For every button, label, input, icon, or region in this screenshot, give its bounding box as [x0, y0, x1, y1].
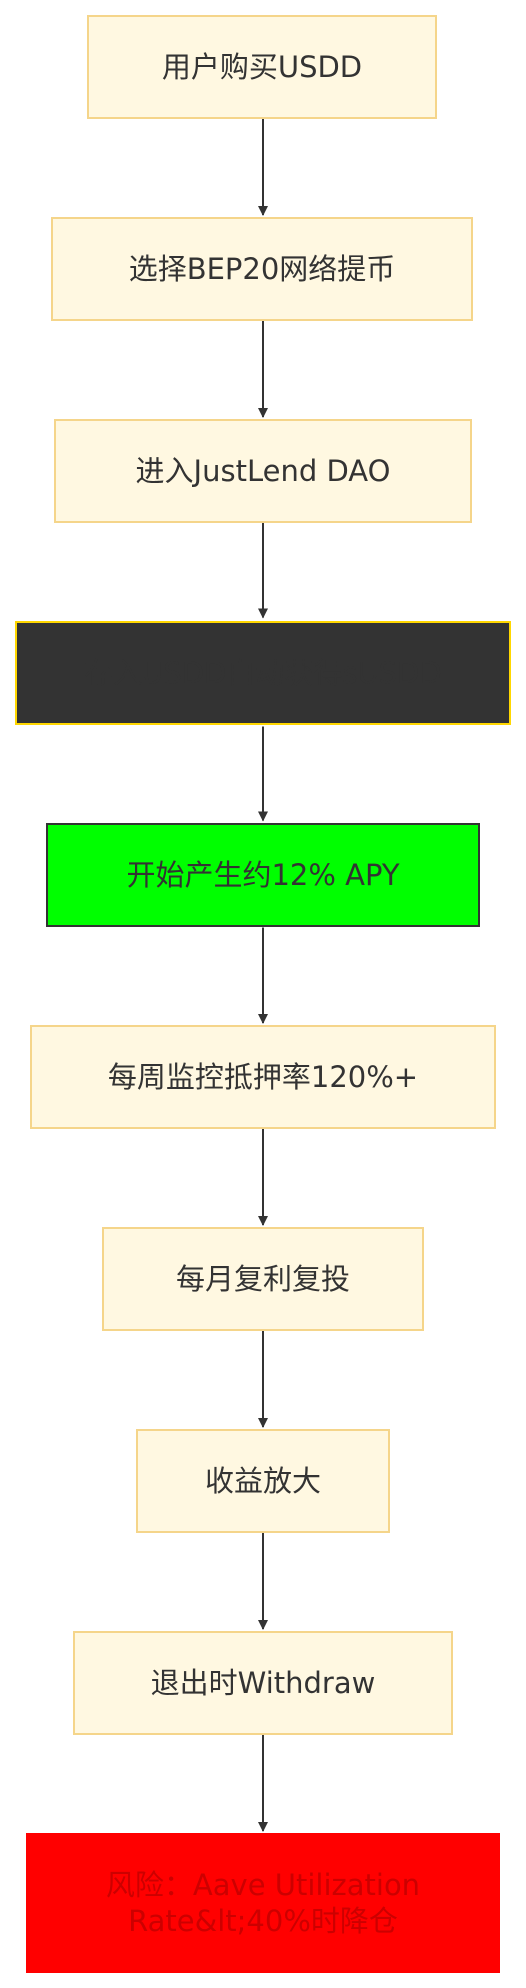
flow-node-box [87, 15, 437, 119]
flow-node-3: 进入JustLend DAO [54, 419, 472, 523]
flow-node-box [51, 217, 473, 321]
flow-node-label: Rate&lt;40%时降仓 [128, 1904, 398, 1938]
flow-node-label: 存入USDD自动获得sUSDD [84, 656, 442, 690]
flow-node-label: 每月复利复投 [176, 1262, 350, 1296]
flow-node-8: 收益放大 [136, 1429, 390, 1533]
flow-node-label: 开始产生约12% APY [126, 858, 399, 892]
flow-node-label: 退出时Withdraw [151, 1666, 376, 1700]
flow-node-box [54, 419, 472, 523]
flow-node-5: 开始产生约12% APY [46, 823, 480, 927]
flow-node-label: 选择BEP20网络提币 [129, 252, 396, 286]
flow-node-label: 用户购买USDD [162, 50, 362, 84]
flow-node-9: 退出时Withdraw [73, 1631, 453, 1735]
flow-node-box [136, 1429, 390, 1533]
flow-node-box [30, 1025, 496, 1129]
flow-node-box [15, 621, 511, 725]
flow-node-7: 每月复利复投 [102, 1227, 424, 1331]
flow-node-label: 风险：Aave Utilization [106, 1868, 420, 1902]
flow-node-box [26, 1833, 500, 1973]
flow-node-2: 选择BEP20网络提币 [51, 217, 473, 321]
flow-node-box [73, 1631, 453, 1735]
flow-node-label: 进入JustLend DAO [136, 454, 391, 488]
flow-node-label: 收益放大 [205, 1464, 321, 1498]
flow-node-box [102, 1227, 424, 1331]
flow-node-4: 存入USDD自动获得sUSDD [15, 621, 511, 725]
flow-node-box [46, 823, 480, 927]
flow-node-1: 用户购买USDD [87, 15, 437, 119]
flow-node-6: 每周监控抵押率120%+ [30, 1025, 496, 1129]
flow-node-label: 每周监控抵押率120%+ [108, 1060, 418, 1094]
